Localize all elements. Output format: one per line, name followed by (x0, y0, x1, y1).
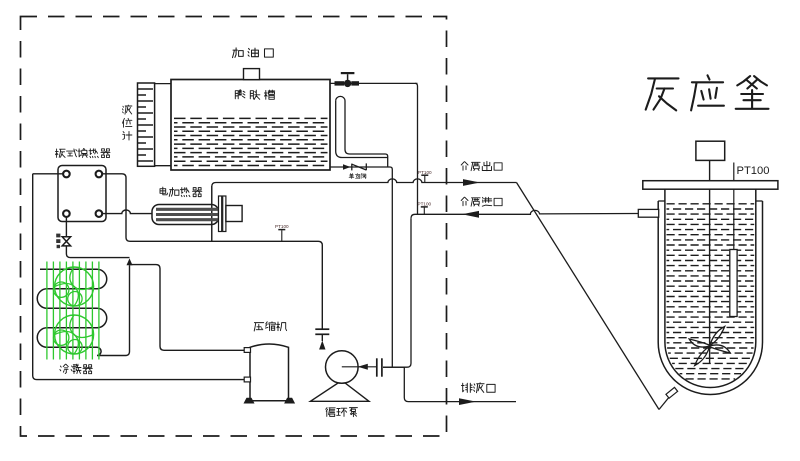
svg-text:PT100: PT100 (418, 202, 432, 207)
svg-text:PT100: PT100 (275, 224, 289, 229)
svg-text:PT100: PT100 (737, 165, 770, 177)
svg-text:PT100: PT100 (418, 170, 432, 175)
